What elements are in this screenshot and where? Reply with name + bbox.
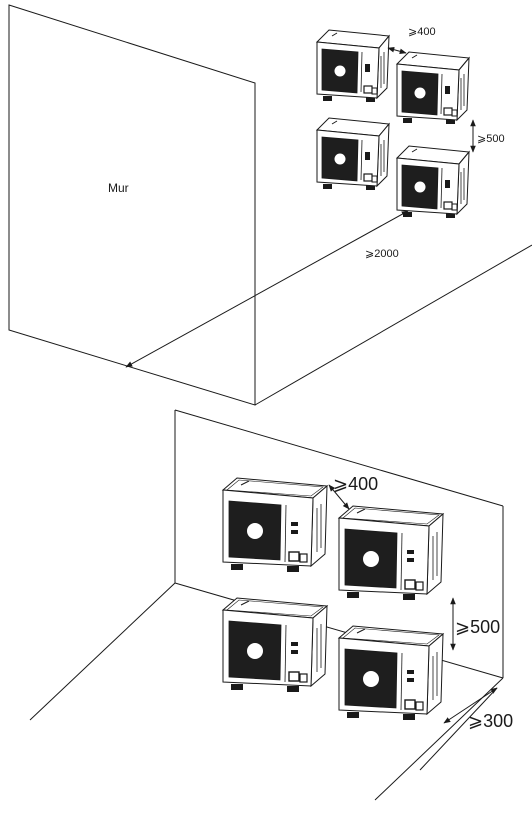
wall-label: Mur: [108, 181, 129, 195]
outdoor-unit-icon: [222, 477, 328, 573]
top-wall-edge: [174, 409, 504, 507]
wall-floor-edge: [174, 582, 504, 679]
distance-2000-label: ⩾2000: [365, 248, 399, 260]
outdoor-unit-icon: [338, 625, 444, 721]
floor-left-line: [29, 582, 176, 721]
outdoor-unit-icon: [338, 505, 444, 601]
bottom-diagram: ⩾400 ⩾500 ⩾300: [29, 409, 513, 801]
outdoor-unit-icon: [316, 29, 390, 103]
wall-panel: [8, 4, 256, 406]
spacing-400-arrow: [328, 484, 350, 510]
outdoor-unit-icon: [222, 597, 328, 693]
floor-line: [254, 244, 532, 406]
outdoor-unit-icon: [316, 117, 390, 191]
distance-300-label: ⩾300: [468, 711, 513, 731]
outdoor-unit-icon: [396, 145, 470, 219]
outdoor-unit-icon: [396, 51, 470, 125]
distance-2000-arrow: [125, 210, 409, 368]
spacing-400-label: ⩾400: [408, 26, 436, 38]
top-diagram: Mur ⩾400 ⩾500 ⩾2000: [8, 4, 532, 406]
spacing-500-label: ⩾500: [455, 617, 500, 637]
spacing-500-label: ⩾500: [477, 133, 505, 145]
spacing-400-arrow: [387, 46, 407, 55]
distance-300-arrow: [443, 687, 498, 724]
spacing-400-label: ⩾400: [333, 474, 378, 494]
